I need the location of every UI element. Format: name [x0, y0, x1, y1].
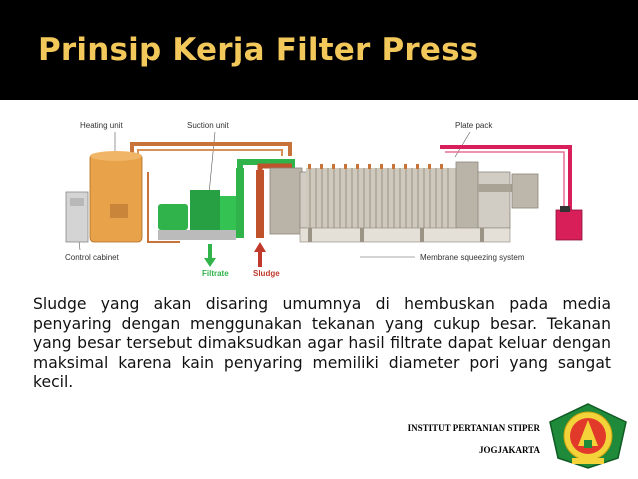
press-head [269, 167, 303, 235]
label-control-cabinet: Control cabinet [65, 253, 120, 262]
institution-name: INSTITUT PERTANIAN STIPER [407, 423, 540, 433]
institution-city: JOGJAKARTA [478, 445, 540, 455]
label-plate-pack: Plate pack [455, 121, 493, 130]
heating-tank [89, 153, 143, 243]
heating-tank-top [90, 151, 142, 161]
press-tail [455, 161, 479, 233]
sludge-pipe-top [257, 163, 292, 172]
hydraulic-cylinder [511, 173, 539, 209]
press-rail [478, 184, 520, 192]
membrane-unit [555, 209, 583, 241]
cabinet-panel [70, 198, 84, 206]
body-paragraph: Sludge yang akan disaring umumnya di hem… [33, 295, 611, 391]
suction-pipe [236, 168, 244, 238]
suction-pump [190, 190, 220, 230]
membrane-pipe-inner [445, 151, 565, 210]
filtrate-arrowhead [204, 258, 216, 267]
suction-tank [220, 196, 236, 230]
suction-base [158, 230, 236, 240]
suction-motor [158, 204, 188, 230]
label-sludge: Sludge [253, 269, 280, 278]
membrane-unit-top [560, 206, 570, 212]
press-supports [308, 228, 484, 242]
slide-title: Prinsip Kerja Filter Press [38, 32, 479, 68]
sludge-pipe [256, 170, 264, 238]
leader-plate [454, 131, 471, 158]
sludge-arrowhead [254, 242, 266, 252]
label-heating-unit: Heating unit [80, 121, 123, 130]
institute-shield-logo-icon [549, 403, 627, 469]
title-bar: Prinsip Kerja Filter Press [0, 0, 638, 100]
label-filtrate: Filtrate [202, 269, 229, 278]
tank-panel [110, 204, 128, 218]
plate-pack [306, 164, 456, 230]
press-legs [299, 227, 511, 243]
hot-pipe-return [147, 172, 180, 243]
label-suction-unit: Suction unit [187, 121, 230, 130]
label-membrane: Membrane squeezing system [420, 253, 525, 262]
membrane-pipe [440, 145, 572, 210]
filter-press-diagram: Heating unit Suction unit Plate pack Con… [65, 121, 583, 278]
